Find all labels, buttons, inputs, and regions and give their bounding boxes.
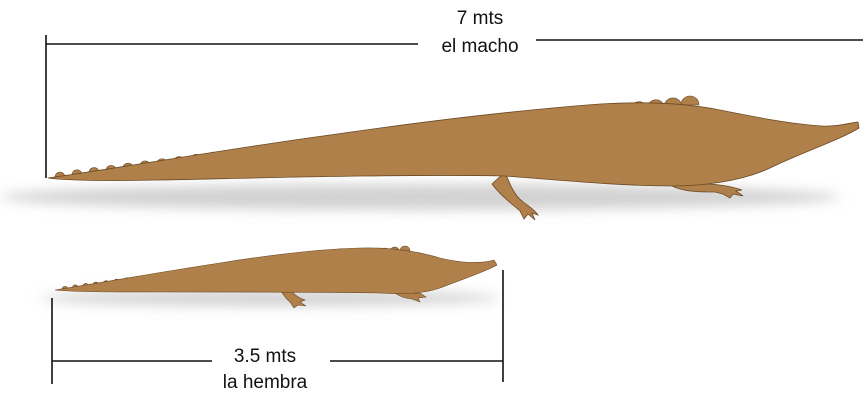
- male-sex-label: el macho: [405, 36, 555, 58]
- male-scute: [681, 96, 699, 105]
- female-size-label: 3.5 mts: [200, 346, 330, 368]
- male-size-label: 7 mts: [430, 8, 530, 30]
- female-sex-label: la hembra: [185, 372, 345, 394]
